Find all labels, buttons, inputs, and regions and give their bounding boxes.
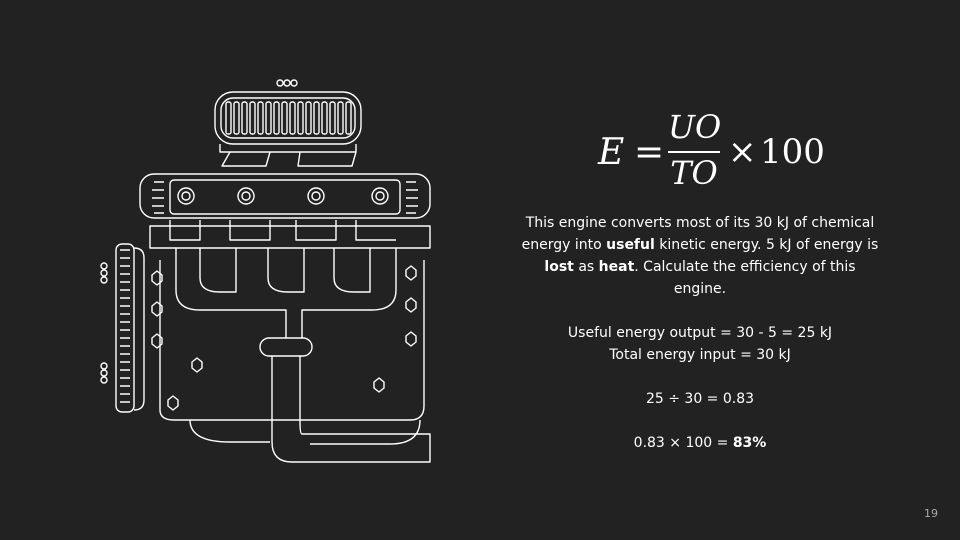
spacer	[520, 410, 880, 432]
formula-times: ×	[728, 132, 757, 172]
spacer	[520, 300, 880, 322]
keyword-useful: useful	[606, 237, 655, 253]
keyword-lost: lost	[544, 259, 574, 275]
problem-text-3: as	[573, 259, 599, 275]
problem-text-2: kinetic energy. 5 kJ of energy is	[654, 237, 879, 253]
engine-icon	[100, 79, 431, 463]
page-number: 19	[924, 507, 938, 520]
problem-text-1: This engine converts most of its 30 kJ o…	[521, 215, 875, 253]
result-line: 0.83 × 100 = 83%	[520, 432, 880, 454]
spacer	[520, 366, 880, 388]
formula-denominator: TO	[670, 154, 718, 192]
result-value: 83%	[732, 435, 767, 451]
formula-lhs: E	[598, 132, 625, 173]
formula-numerator: UO	[668, 108, 722, 146]
efficiency-formula: E = UO TO × 100	[592, 108, 825, 192]
useful-output-line: Useful energy output = 30 - 5 = 25 kJ	[567, 325, 833, 341]
keyword-heat: heat	[598, 259, 635, 275]
formula-multiplier: 100	[760, 132, 825, 172]
problem-statement: This engine converts most of its 30 kJ o…	[520, 212, 880, 300]
worked-example: This engine converts most of its 30 kJ o…	[520, 212, 880, 454]
result-prefix: 0.83 × 100 =	[633, 435, 733, 451]
fraction-bar	[668, 151, 720, 153]
problem-text-4: . Calculate the efficiency of this engin…	[634, 259, 856, 297]
formula-equals: =	[634, 132, 665, 173]
division-line: 25 ÷ 30 = 0.83	[645, 391, 755, 407]
total-input-line: Total energy input = 30 kJ	[609, 347, 791, 363]
